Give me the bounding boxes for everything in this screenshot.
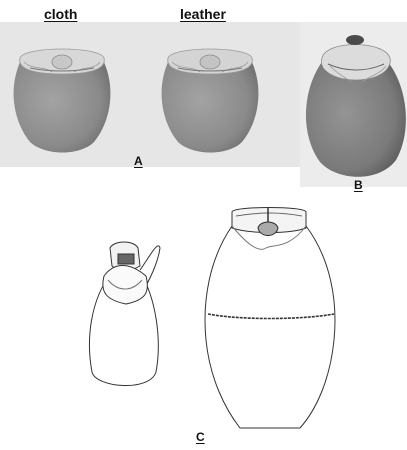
handled-jug <box>89 242 160 386</box>
tall-storage-jar <box>205 208 335 429</box>
cloth-label: cloth <box>44 6 77 22</box>
leather-covered-jar <box>162 49 259 153</box>
group-b-label: B <box>354 178 363 192</box>
group-c-label: C <box>196 430 205 444</box>
cloth-covered-jar <box>14 49 111 153</box>
group-a-label: A <box>134 154 143 168</box>
leather-label: leather <box>180 6 226 22</box>
